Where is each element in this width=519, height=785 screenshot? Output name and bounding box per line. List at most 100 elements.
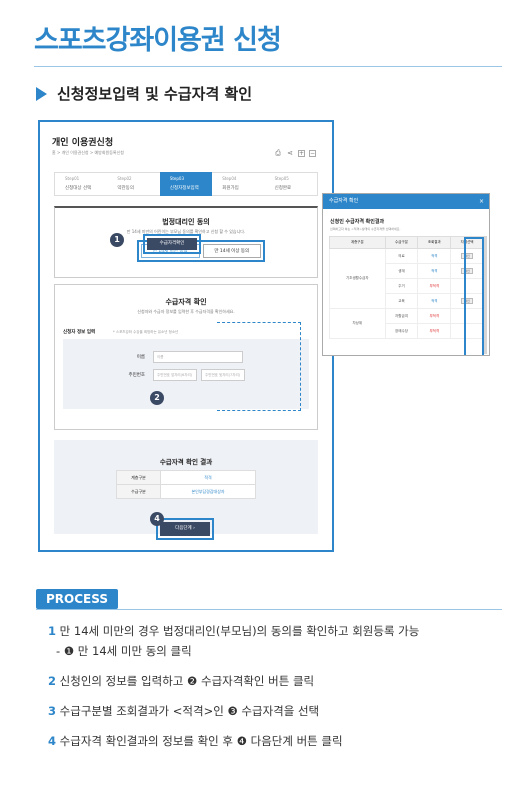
screen-title: 개인 이용권신청	[52, 138, 114, 148]
over-14-consent-button[interactable]: 만 14세 이상 동의	[202, 244, 261, 258]
zoom-out-icon[interactable]: −	[309, 149, 316, 157]
popup-title: 신청인 수급자격 확인결과	[330, 219, 385, 225]
rrn-label: 주민번호	[128, 373, 145, 378]
next-step-highlight: 다음단계 ›	[156, 518, 214, 540]
table-row: 계층구분 적격	[116, 470, 256, 485]
rrn-row: 주민번호 주민번호 앞자리(6자리) 주민번호 뒷자리(7자리)	[123, 369, 245, 381]
close-icon[interactable]: ×	[478, 198, 484, 205]
popup-result-table: 계층구분 수급구분 조회결과 자격선택 기초생활수급자 의료 적격 확인 생계 …	[329, 236, 484, 339]
select-button[interactable]: 확인	[461, 268, 474, 274]
process-marker: ❹	[236, 734, 247, 748]
process-sub-item: - ❶ 만 14세 미만 동의 클릭	[56, 644, 192, 658]
type-cell: 장애수당	[384, 323, 419, 339]
process-item-2: 2 신청인의 정보를 입력하고 ❷ 수급자격확인 버튼 클릭	[48, 673, 419, 689]
table-row: 생계 적격 확인	[330, 263, 484, 279]
rrn-front-input[interactable]: 주민번호 앞자리(6자리)	[153, 369, 197, 381]
result-label: 수급구분	[116, 484, 161, 499]
table-header-row: 계층구분 수급구분 조회결과 자격선택	[329, 236, 484, 249]
step-number: Step01	[65, 176, 80, 181]
step-number: Step04	[222, 176, 237, 181]
process-item-3: 3 수급구분별 조회결과가 <적격>인 ❸ 수급자격을 선택	[48, 703, 419, 719]
table-row: 기초생활수급자 의료 적격 확인	[329, 248, 484, 309]
chevron-right-icon: ›	[193, 526, 195, 531]
step-name: 신청완료	[274, 186, 292, 191]
type-cell: 생계	[384, 263, 419, 279]
name-row: 이름 이름	[123, 351, 243, 363]
printer-icon[interactable]: ⎙	[275, 149, 281, 157]
process-number: 3	[48, 704, 57, 718]
process-text: 신청인의 정보를 입력하고	[56, 674, 188, 688]
result-table: 계층구분 적격 수급구분 본인부담경감대상자	[116, 470, 256, 499]
result-title: 수급자격 확인 결과	[159, 458, 213, 466]
qualification-title: 수급자격 확인	[165, 298, 207, 306]
step-number: Step05	[274, 176, 289, 181]
process-item-4: 4 수급자격 확인결과의 정보를 확인 후 ❹ 다음단계 버튼 클릭	[48, 733, 419, 749]
section-heading: 신청정보입력 및 수급자격 확인	[36, 83, 252, 104]
select-button[interactable]: 확인	[461, 253, 474, 259]
type-cell: 교육	[384, 293, 419, 309]
zoom-in-icon[interactable]: +	[298, 149, 305, 157]
column-header: 계층구분	[329, 236, 386, 249]
step-2: Step02 약관동의	[107, 172, 160, 196]
application-screen: 개인 이용권신청 홈 > 개인 이용권신청 > 예방회원등록신청 ⎙ ⋖ + −…	[38, 120, 334, 552]
process-divider	[36, 609, 502, 610]
toolbar: ⎙ ⋖ + −	[274, 149, 316, 157]
type-cell: 주거	[384, 278, 419, 294]
process-label: PROCESS	[36, 589, 118, 609]
process-marker: ❸	[227, 704, 238, 718]
applicant-form: 이름 이름 주민번호 주민번호 앞자리(6자리) 주민번호 뒷자리(7자리)	[63, 339, 309, 409]
popup-desc: 선택하고자 하는 <적격>상태의 수급자격을 선택하세요.	[330, 227, 401, 231]
table-row: 교육 적격 확인	[330, 293, 484, 309]
table-row: 주거 부적격	[330, 278, 484, 294]
qualification-desc: 신청자와 수급자 정보를 입력한 후 수급자격을 확인하세요.	[137, 309, 235, 314]
process-item-1: 1 만 14세 미만의 경우 법정대리인(부모님)의 동의를 확인하고 회원등록…	[48, 623, 419, 659]
result-cell: 적격	[417, 248, 452, 264]
popup-scrollbar[interactable]	[484, 236, 487, 354]
qualification-check-button[interactable]: 수급자격확인	[147, 238, 197, 250]
result-cell: 부적격	[417, 278, 452, 294]
applicant-info-title: 신청자 정보 입력	[63, 330, 96, 335]
group-cell: 기초생활수급자	[329, 248, 386, 309]
rrn-back-input[interactable]: 주민번호 뒷자리(7자리)	[201, 369, 245, 381]
guardian-desc: 만 14세 미만의 어린이는 부모님 동의를 확인하고 신청 할 수 있습니다.	[126, 229, 246, 234]
triangle-bullet-icon	[36, 86, 47, 101]
process-text: 만 14세 미만의 경우 법정대리인(부모님)의 동의를 확인하고 회원등록 가…	[56, 624, 420, 638]
column-header: 수급구분	[384, 236, 419, 249]
table-row: 장애수당 부적격	[330, 323, 484, 339]
process-number: 4	[48, 734, 57, 748]
qualification-popup: 수급자격 확인 × 신청인 수급자격 확인결과 선택하고자 하는 <적격>상태의…	[322, 193, 490, 356]
step-number: Step02	[117, 176, 132, 181]
process-list: 1 만 14세 미만의 경우 법정대리인(부모님)의 동의를 확인하고 회원등록…	[48, 623, 419, 763]
process-text: 수급자격확인 버튼 클릭	[197, 674, 315, 688]
step-number: Step03	[169, 176, 185, 181]
guardian-title: 법정대리인 동의	[162, 218, 210, 226]
name-label: 이름	[136, 355, 145, 360]
result-label: 계층구분	[116, 470, 161, 485]
process-number: 2	[48, 674, 57, 688]
name-input[interactable]: 이름	[153, 351, 243, 363]
result-cell: 부적격	[417, 323, 452, 339]
select-button[interactable]: 확인	[461, 298, 474, 304]
process-marker: ❷	[187, 674, 198, 688]
result-cell: 부적격	[417, 308, 452, 324]
process-number: 1	[48, 624, 57, 638]
breadcrumb: 홈 > 개인 이용권신청 > 예방회원등록신청	[52, 150, 124, 155]
table-row: 차상위 자활급여 부적격	[329, 308, 484, 339]
process-text: 다음단계 버튼 클릭	[246, 734, 343, 748]
next-step-button[interactable]: 다음단계 ›	[160, 522, 210, 536]
step-name: 회원가입	[222, 186, 239, 191]
qualification-box: 수급자격 확인 신청자와 수급자 정보를 입력한 후 수급자격을 확인하세요. …	[54, 284, 318, 430]
next-step-label: 다음단계	[175, 526, 192, 531]
column-header: 조회결과	[417, 236, 452, 249]
select-cell: 확인	[450, 293, 484, 309]
process-text: 수급자격을 선택	[237, 704, 320, 718]
process-text: 수급자격 확인결과의 정보를 확인 후	[56, 734, 237, 748]
step-name: 신청자정보입력	[169, 186, 199, 191]
step-1: Step01 신청대상 선택	[54, 172, 108, 196]
step-name: 약관동의	[117, 186, 134, 191]
type-cell: 자활급여	[384, 308, 419, 324]
result-value: 적격	[160, 470, 256, 485]
result-cell: 적격	[417, 263, 452, 279]
share-icon[interactable]: ⋖	[287, 149, 293, 157]
popup-header: 수급자격 확인 ×	[323, 194, 489, 209]
